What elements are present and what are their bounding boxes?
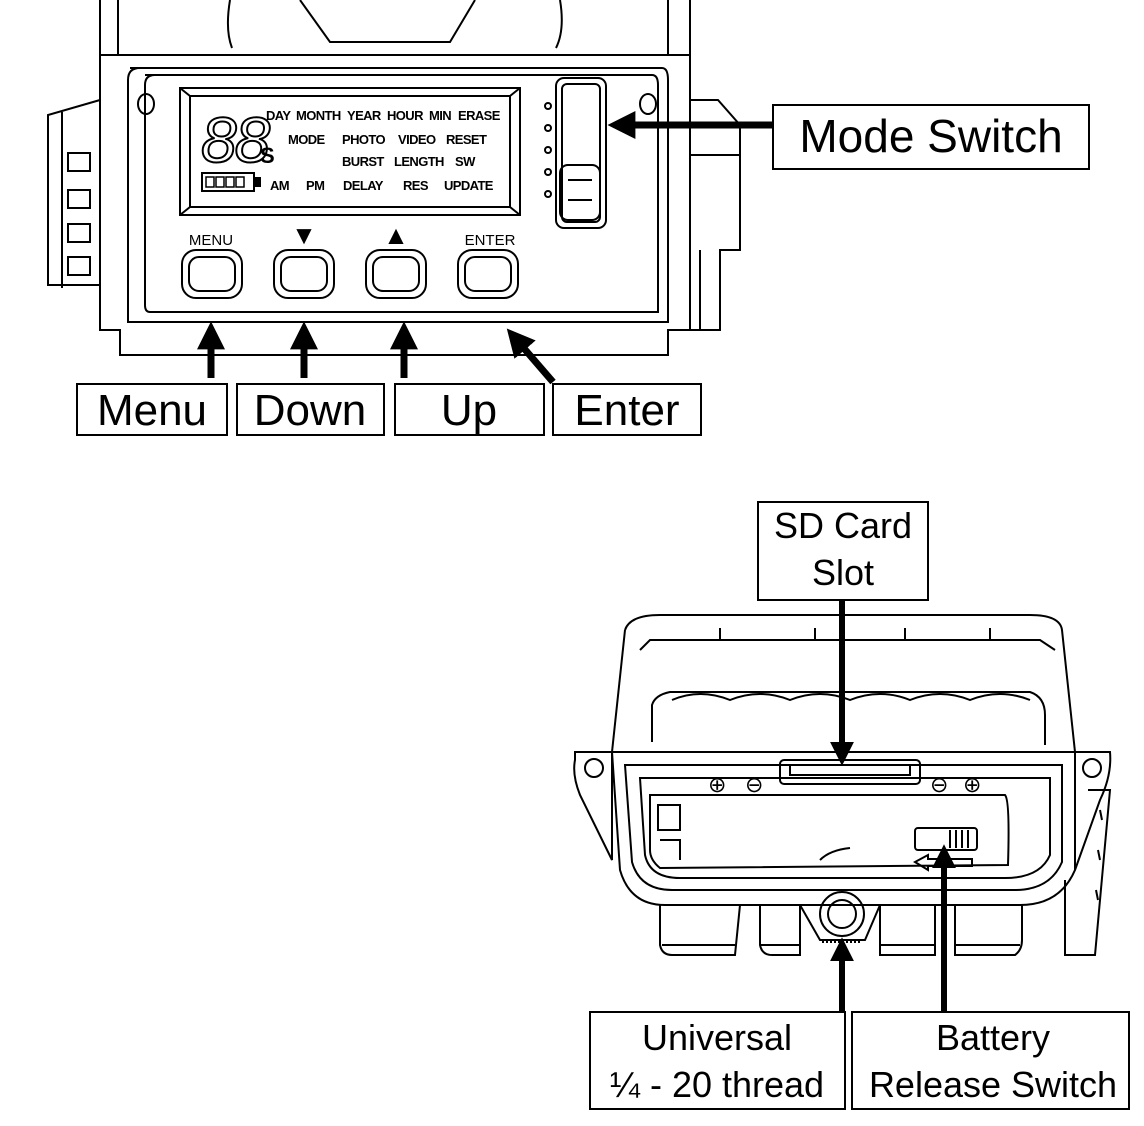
battery-label-line2: Release Switch <box>869 1064 1117 1105</box>
up-button-label: ▲ <box>383 220 409 250</box>
terminal-minus-left: ⊖ <box>745 772 763 797</box>
callout-arrows-top <box>197 111 775 385</box>
control-panel <box>47 0 741 356</box>
lcd-year: YEAR <box>347 108 382 123</box>
universal-label-line1: Universal <box>642 1017 792 1058</box>
mode-switch[interactable] <box>556 78 606 228</box>
down-button-label: ▼ <box>291 220 317 250</box>
lcd-burst: BURST <box>342 154 384 169</box>
mode-switch-label: Mode Switch <box>799 110 1062 162</box>
tripod-mount <box>820 892 864 936</box>
lcd-sw: SW <box>455 154 476 169</box>
down-label: Down <box>254 386 367 435</box>
battery-label-line1: Battery <box>936 1017 1050 1058</box>
enter-button-label: ENTER <box>465 232 516 249</box>
terminal-minus-right: ⊖ <box>930 772 948 797</box>
menu-button-label: MENU <box>189 232 233 249</box>
lcd-day: DAY <box>266 108 291 123</box>
lcd-digits: 88 <box>201 104 271 176</box>
up-button[interactable] <box>366 250 426 298</box>
menu-label: Menu <box>97 386 207 435</box>
terminal-plus-left: ⊕ <box>708 772 726 797</box>
enter-button[interactable] <box>458 250 518 298</box>
terminal-plus-right: ⊕ <box>963 772 981 797</box>
sd-card-label-line2: Slot <box>812 552 874 593</box>
lcd-length: LENGTH <box>394 154 444 169</box>
down-button[interactable] <box>274 250 334 298</box>
lcd-min: MIN <box>429 108 451 123</box>
up-label: Up <box>441 386 497 435</box>
enter-label: Enter <box>574 386 679 435</box>
battery-release-switch[interactable] <box>915 828 977 850</box>
sd-card-label-line1: SD Card <box>774 505 912 546</box>
lcd-pm: PM <box>306 178 324 193</box>
callouts-top <box>76 104 1090 436</box>
lcd-reset: RESET <box>446 132 487 147</box>
universal-label-line2: ¼ - 20 thread <box>610 1064 824 1105</box>
lcd-update: UPDATE <box>444 178 494 193</box>
camera-interior <box>573 614 1112 956</box>
lcd-photo: PHOTO <box>342 132 385 147</box>
menu-button[interactable] <box>182 250 242 298</box>
sd-card-slot[interactable] <box>780 760 920 784</box>
lcd-month: MONTH <box>296 108 341 123</box>
callout-arrows-bottom <box>830 600 956 1012</box>
lcd-delay: DELAY <box>343 178 384 193</box>
callouts-bottom <box>589 501 1130 1110</box>
lcd-erase: ERASE <box>458 108 501 123</box>
lcd-am: AM <box>270 178 289 193</box>
lcd-unit: S <box>260 143 275 168</box>
lcd-res: RES <box>403 178 429 193</box>
lcd-mode: MODE <box>288 132 326 147</box>
lcd-video: VIDEO <box>398 132 436 147</box>
lcd-hour: HOUR <box>387 108 424 123</box>
